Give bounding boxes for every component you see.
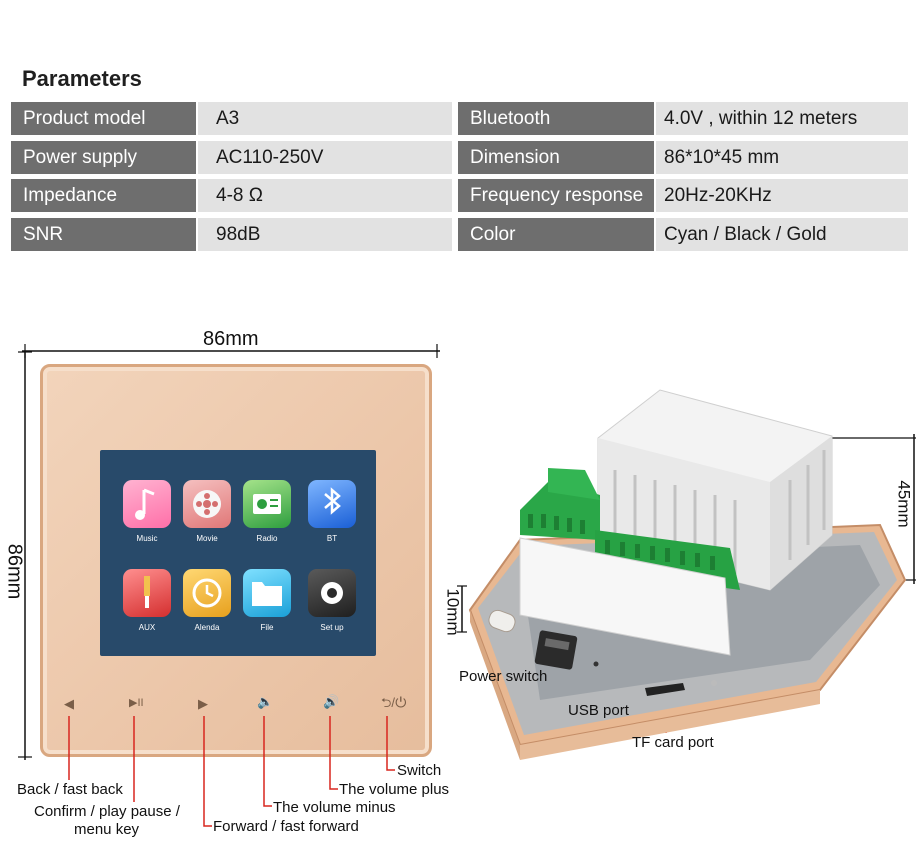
back-icon[interactable]: ◀ [64,696,74,711]
param-value: Cyan / Black / Gold [656,218,908,251]
app-label: File [260,623,274,632]
label-usb-port: USB port [568,702,629,719]
label-volume-plus: The volume plus [339,781,450,798]
param-value: AC110-250V [198,141,452,174]
width-dimension-label: 86mm [203,328,259,350]
label-volume-minus: The volume minus [273,799,396,816]
param-row: Bluetooth 4.0V , within 12 meters [458,102,908,135]
volume-minus-icon[interactable]: 🔈 [257,694,274,709]
param-value: A3 [198,102,452,135]
label-tf-card-port: TF card port [632,734,714,751]
forward-icon[interactable]: ▶ [198,696,208,711]
label-back: Back / fast back [17,781,123,798]
param-row: SNR 98dB [11,218,452,251]
param-key: Color [458,218,654,251]
param-row: Dimension 86*10*45 mm [458,141,908,174]
param-key: Frequency response [458,179,654,212]
label-switch: Switch [397,762,442,779]
param-row: Product model A3 [11,102,452,135]
param-row: Impedance 4-8 Ω [11,179,452,212]
param-value: 20Hz-20KHz [656,179,908,212]
param-key: Product model [11,102,196,135]
param-value: 4.0V , within 12 meters [656,102,908,135]
label-forward: Forward / fast forward [213,818,359,835]
label-power-switch: Power switch [459,668,548,685]
param-value: 4-8 Ω [198,179,452,212]
label-confirm-line1: Confirm / play pause / [34,803,180,820]
app-label: BT [326,534,338,543]
volume-plus-icon[interactable]: 🔊 [323,694,340,709]
app-label: AUX [138,623,156,632]
app-label: Alenda [194,623,220,632]
param-row: Frequency response 20Hz-20KHz [458,179,908,212]
music-icon[interactable] [123,480,171,528]
param-row: Color Cyan / Black / Gold [458,218,908,251]
param-row: Power supply AC110-250V [11,141,452,174]
param-value: 86*10*45 mm [656,141,908,174]
app-label: Movie [196,534,218,543]
param-key: Bluetooth [458,102,654,135]
play-pause-icon[interactable]: ▶II [129,697,144,709]
parameters-title: Parameters [22,66,142,91]
app-label: Set up [320,623,344,632]
param-key: Dimension [458,141,654,174]
param-key: Power supply [11,141,196,174]
app-label: Music [136,534,158,543]
param-key: Impedance [11,179,196,212]
switch-icon[interactable]: ⮌/⏻ [381,695,407,710]
app-label: Radio [256,534,278,543]
label-confirm-line2: menu key [74,821,140,838]
param-value: 98dB [198,218,452,251]
param-key: SNR [11,218,196,251]
